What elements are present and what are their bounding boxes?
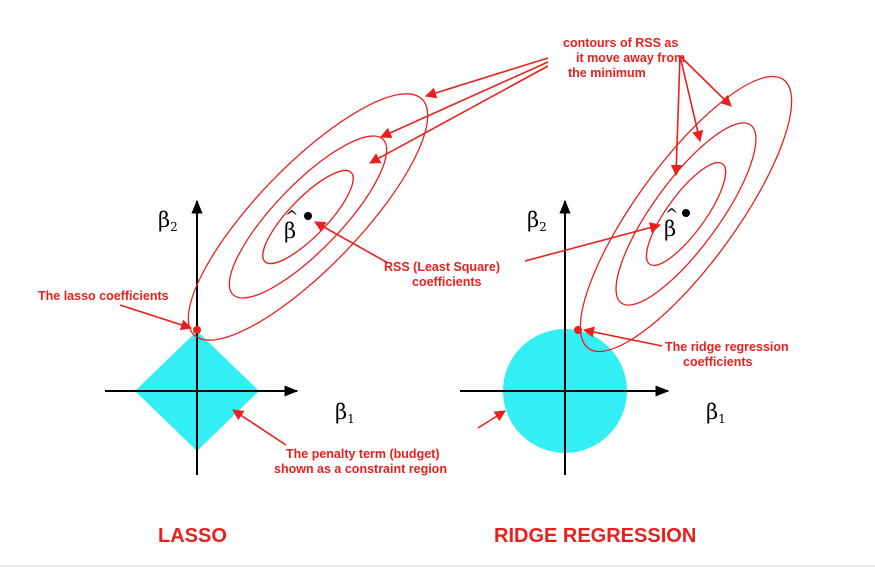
lasso-coefficient-point bbox=[193, 326, 201, 334]
label-lasso-coefficients: The lasso coefficients bbox=[38, 289, 169, 303]
arrow-contours-ridge-2 bbox=[679, 55, 704, 143]
caption-ridge-regression: RIDGE REGRESSION bbox=[494, 525, 696, 547]
lasso-panel: β ^ β2 β1 bbox=[105, 93, 429, 475]
label-ridge-line2: coefficients bbox=[683, 355, 753, 369]
label-penalty-line1: The penalty term (budget) bbox=[286, 447, 439, 461]
label-contours-line3: the minimum bbox=[568, 66, 646, 80]
ridge-contour-outer bbox=[579, 75, 793, 353]
annotation-arrows bbox=[119, 55, 732, 446]
label-rss-line1: RSS (Least Square) bbox=[384, 260, 500, 274]
ridge-beta2-label: β2 bbox=[527, 208, 547, 234]
lasso-contour-middle bbox=[228, 135, 388, 299]
ridge-panel: β ^ β2 β1 bbox=[460, 75, 793, 475]
arrow-penalty-lasso bbox=[232, 409, 287, 446]
ridge-contour-inner bbox=[645, 161, 727, 267]
label-ridge-line1: The ridge regression bbox=[665, 340, 789, 354]
lasso-beta1-label: β1 bbox=[335, 400, 355, 426]
lasso-rss-contours bbox=[187, 93, 429, 341]
ridge-contour-middle bbox=[615, 122, 757, 306]
label-contours-line2: it move away from bbox=[576, 51, 685, 65]
caption-lasso: LASSO bbox=[158, 525, 227, 547]
arrow-lasso-coefficients bbox=[119, 304, 193, 331]
ridge-beta-hat-point bbox=[682, 209, 690, 217]
ridge-beta1-label: β1 bbox=[706, 400, 726, 426]
lasso-contour-outer bbox=[187, 93, 429, 341]
lasso-beta2-label: β2 bbox=[158, 208, 178, 234]
label-penalty-line2: shown as a constraint region bbox=[274, 462, 447, 476]
ridge-beta-hat-label: β bbox=[664, 217, 676, 241]
annotation-labels: contours of RSS as it move away from the… bbox=[38, 36, 789, 476]
arrow-contours-ridge-3 bbox=[670, 55, 682, 177]
label-contours-line1: contours of RSS as bbox=[563, 36, 678, 50]
arrow-contours-outer-lasso bbox=[424, 57, 549, 99]
ridge-hat-glyph: ^ bbox=[665, 205, 678, 224]
arrow-contours-inner-lasso bbox=[369, 65, 549, 164]
arrow-rss-to-ridge-beta-hat bbox=[524, 222, 662, 262]
ridge-coefficient-point bbox=[574, 326, 582, 334]
arrow-ridge-coefficients bbox=[582, 326, 663, 347]
arrow-penalty-ridge bbox=[477, 410, 506, 429]
label-rss-line2: coefficients bbox=[412, 275, 482, 289]
lasso-beta-hat-point bbox=[304, 212, 312, 220]
ridge-rss-contours bbox=[579, 75, 793, 353]
arrow-contours-ridge-1 bbox=[679, 55, 732, 107]
lasso-beta-hat-label: β bbox=[284, 219, 296, 243]
arrow-rss-to-lasso-beta-hat bbox=[314, 221, 389, 264]
lasso-hat-glyph: ^ bbox=[285, 207, 298, 226]
arrow-contours-middle-lasso bbox=[379, 61, 549, 138]
